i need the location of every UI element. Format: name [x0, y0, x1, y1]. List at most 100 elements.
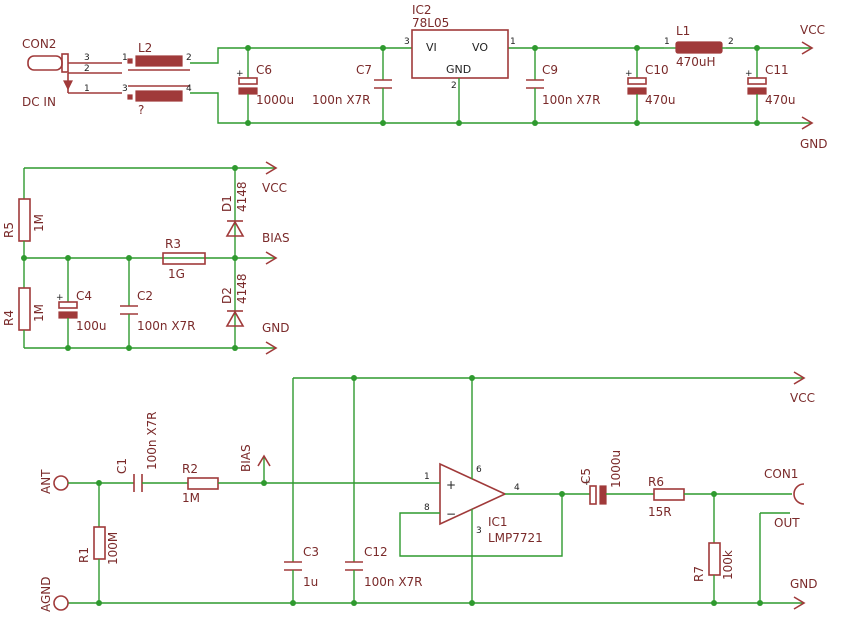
- capacitor-c2: [120, 258, 138, 348]
- c7-label: C7: [356, 63, 372, 77]
- c6-value: 1000u: [256, 93, 294, 107]
- c11-label: C11: [765, 63, 789, 77]
- c3-label: C3: [303, 545, 319, 559]
- amp-junctions: [96, 375, 763, 606]
- ic2-gnd: GND: [446, 63, 471, 76]
- bias-gnd-net: GND: [262, 321, 290, 335]
- resistor-r1: [93, 483, 106, 603]
- output-connector-con1: [759, 483, 805, 603]
- regulator-ic2: [411, 29, 509, 123]
- c12-value: 100n X7R: [364, 575, 423, 589]
- c12-label: C12: [364, 545, 388, 559]
- capacitor-c6: +: [236, 48, 258, 123]
- l2-pin4: 4: [186, 84, 192, 94]
- diode-d2: [225, 258, 245, 348]
- l2-label: L2: [138, 41, 152, 55]
- amp-gnd-net: GND: [790, 577, 818, 591]
- r6-label: R6: [648, 475, 664, 489]
- resistor-r7: [708, 494, 721, 603]
- ic1-pin8: 8: [424, 503, 430, 513]
- agnd-terminal: [53, 595, 69, 611]
- con2-pin3: 3: [84, 53, 90, 63]
- power-junctions: [245, 45, 760, 126]
- c6-label: C6: [256, 63, 272, 77]
- bias-inject-net: BIAS: [239, 444, 253, 472]
- con2-pin2: 2: [84, 64, 90, 74]
- r6-value: 15R: [648, 505, 672, 519]
- svg-text:+: +: [236, 69, 244, 79]
- l1-label: L1: [676, 24, 690, 38]
- capacitor-c11: +: [745, 48, 767, 123]
- resistor-r3: [162, 252, 206, 265]
- gnd-arrow-top: [801, 116, 814, 130]
- ic2-value: 78L05: [412, 16, 449, 30]
- bias-out-arrow: [265, 251, 278, 265]
- c7-value: 100n X7R: [312, 93, 371, 107]
- capacitor-c10: +: [625, 48, 647, 123]
- r4-label: R4: [2, 310, 16, 326]
- r2-value: 1M: [182, 491, 200, 505]
- r7-value: 100k: [721, 550, 735, 580]
- ic2-pin2: 2: [451, 81, 457, 91]
- c4-value: 100u: [76, 319, 107, 333]
- l2-pin2: 2: [186, 53, 192, 63]
- c9-value: 100n X7R: [542, 93, 601, 107]
- ic2-vo: VO: [472, 41, 488, 54]
- resistor-r5: [18, 168, 31, 258]
- ic1-pin6: 6: [476, 465, 482, 475]
- svg-text:+: +: [56, 293, 64, 303]
- svg-text:+: +: [583, 478, 591, 488]
- svg-text:+: +: [745, 69, 753, 79]
- gnd-net-top: GND: [800, 137, 828, 151]
- r2-label: R2: [182, 462, 198, 476]
- d2-value: 4148: [235, 273, 249, 304]
- r4-value: 1M: [32, 304, 46, 322]
- l2-pin1: 1: [122, 53, 128, 63]
- inductor-l1: [664, 41, 726, 54]
- ic2-pin1: 1: [510, 37, 516, 47]
- c2-value: 100n X7R: [137, 319, 196, 333]
- amp-gnd-arrow: [793, 596, 806, 610]
- c11-value: 470u: [765, 93, 796, 107]
- c5-label: C5: [579, 468, 593, 484]
- ant-terminal: [53, 475, 69, 491]
- l2-pin3: 3: [122, 84, 128, 94]
- r5-label: R5: [2, 222, 16, 238]
- l1-value: 470uH: [676, 55, 716, 69]
- diode-d1: [225, 168, 245, 258]
- capacitor-c4: +: [56, 258, 78, 348]
- ic2-label: IC2: [412, 3, 432, 17]
- r1-label: R1: [77, 547, 91, 563]
- ant-label: ANT: [39, 469, 53, 494]
- bias-gnd-arrow: [265, 341, 278, 355]
- r3-label: R3: [165, 237, 181, 251]
- capacitor-c9: [526, 48, 544, 123]
- con2-label: CON2: [22, 37, 56, 51]
- amp-vcc-net: VCC: [790, 391, 815, 405]
- resistor-r2: [187, 477, 412, 490]
- l1-pin2: 2: [728, 37, 734, 47]
- ic1-pin4: 4: [514, 483, 520, 493]
- c10-value: 470u: [645, 93, 676, 107]
- c2-label: C2: [137, 289, 153, 303]
- ic1-pin1: 1: [424, 472, 430, 482]
- bias-vcc-arrow: [265, 161, 278, 175]
- amp-vcc-arrow: [793, 371, 806, 385]
- con2-pin1: 1: [84, 84, 90, 94]
- d2-label: D2: [220, 287, 234, 304]
- amplifier-section: VCC GND ANT AGND R1 100M C1 100n X7R: [39, 371, 818, 612]
- bias-vcc-net: VCC: [262, 181, 287, 195]
- l1-pin1: 1: [664, 37, 670, 47]
- vcc-arrow-top: [801, 41, 814, 55]
- bias-junctions: [21, 165, 238, 351]
- c1-label: C1: [115, 458, 129, 474]
- resistor-r4: [18, 258, 31, 348]
- ic1-pin3: 3: [476, 526, 482, 536]
- r7-label: R7: [692, 566, 706, 582]
- bias-network-section: VCC BIAS GND R5 1M R4 1M + C4 100u: [2, 161, 290, 355]
- power-supply-section: CON2 DC IN 3 2 1 L2 ? 1 2 3 4 VCC GND: [22, 3, 828, 151]
- ic1-label: IC1: [488, 515, 508, 529]
- agnd-label: AGND: [39, 576, 53, 612]
- con1-label: CON1: [764, 467, 798, 481]
